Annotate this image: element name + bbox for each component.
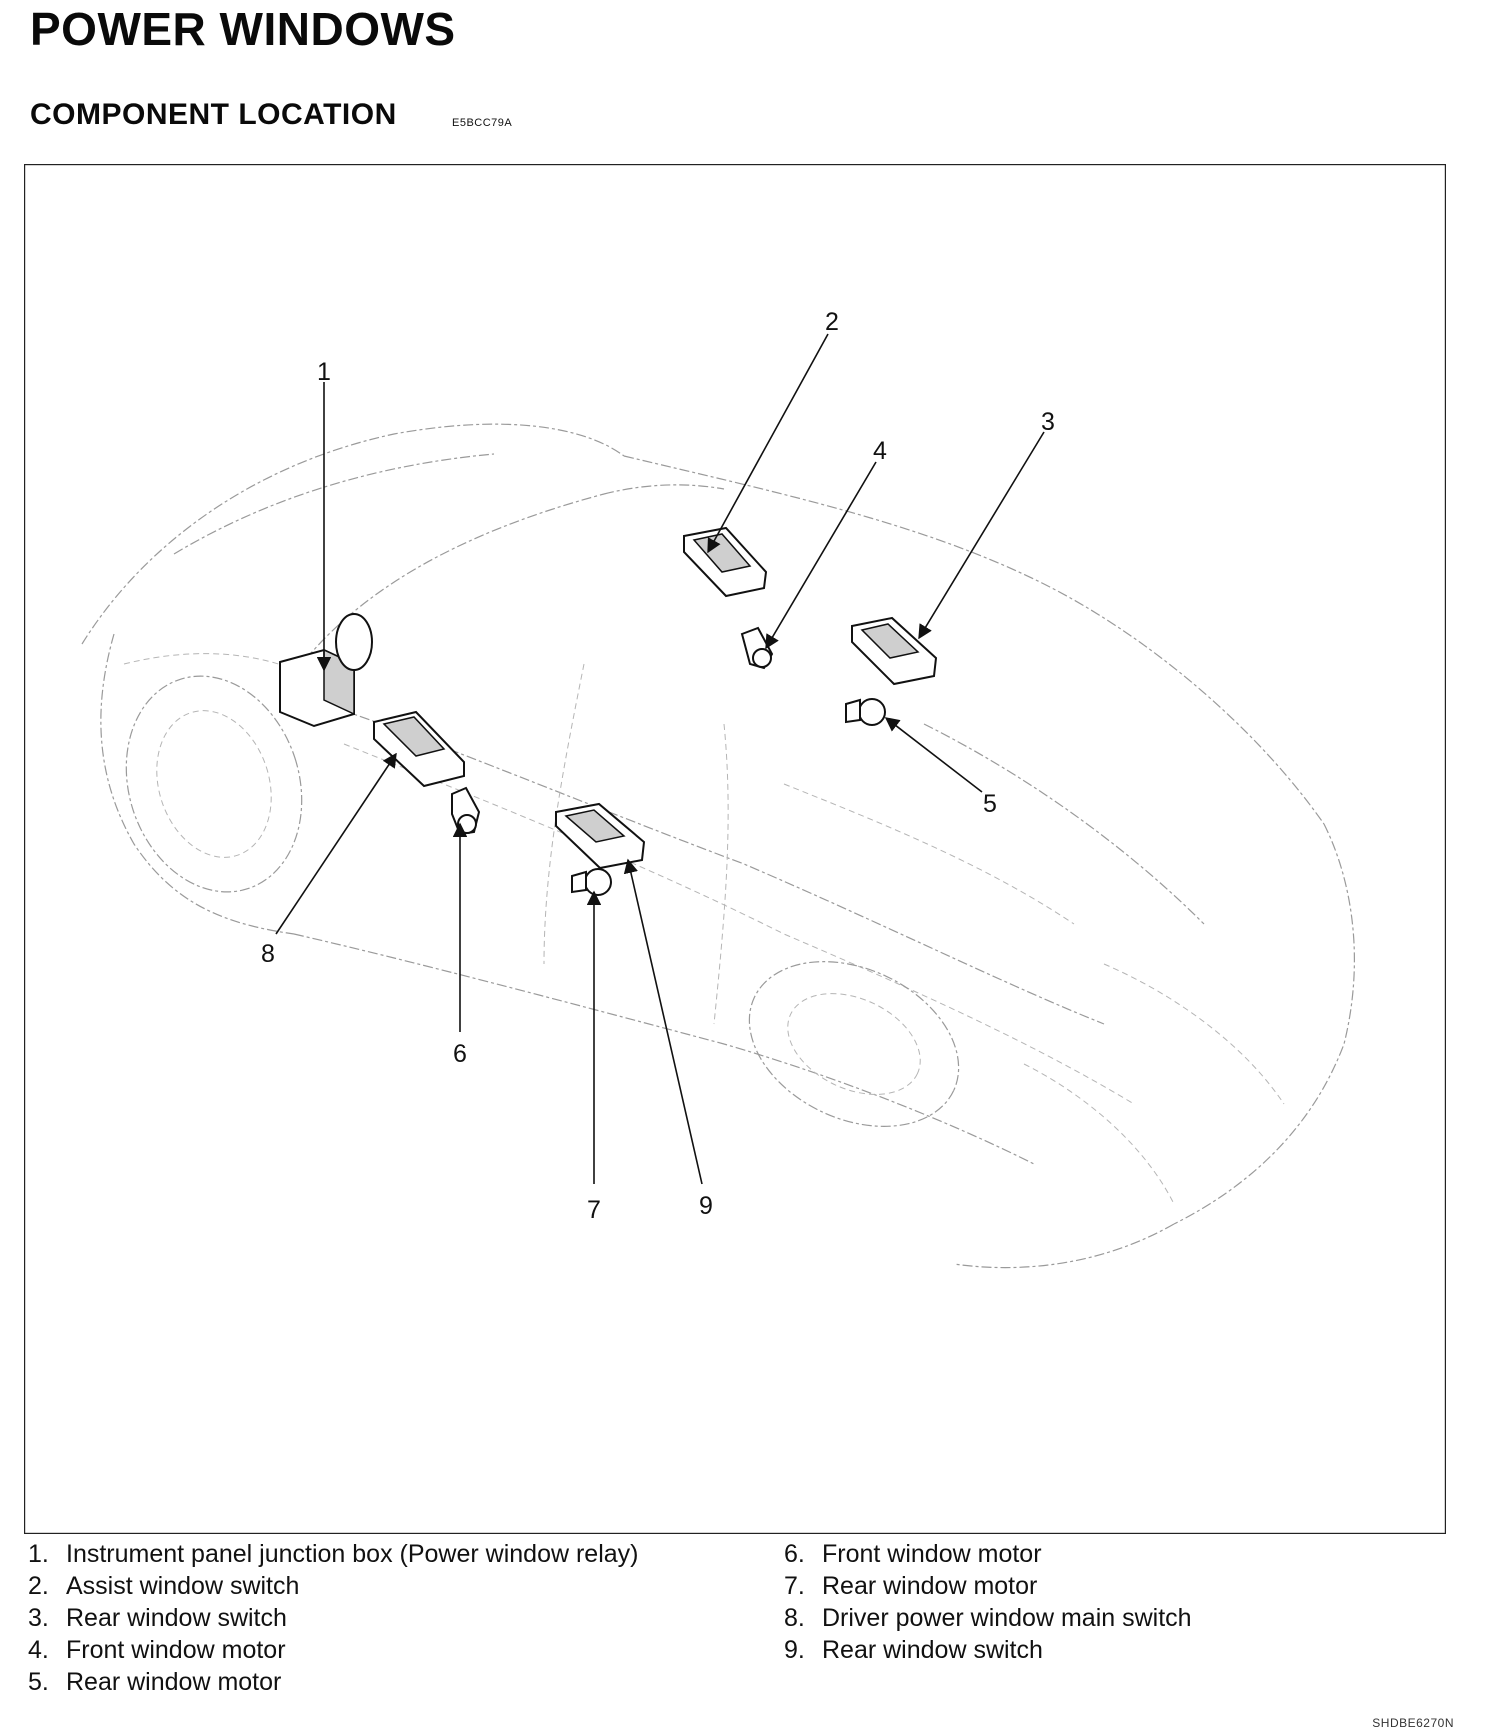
- legend-item: 8. Driver power window main switch: [784, 1602, 1192, 1634]
- legend-number: 5.: [28, 1668, 49, 1696]
- rear-window-motor-5-part: [845, 698, 886, 726]
- legend-item: 6. Front window motor: [784, 1538, 1192, 1570]
- callout-2: 2: [825, 308, 839, 336]
- callout-8: 8: [261, 940, 275, 968]
- rear-window-motor-7-part: [571, 868, 612, 896]
- legend-text: Instrument panel junction box (Power win…: [66, 1540, 639, 1568]
- legend-item: 4. Front window motor: [28, 1634, 639, 1666]
- legend-text: Rear window switch: [822, 1636, 1043, 1664]
- legend-item: 7. Rear window motor: [784, 1570, 1192, 1602]
- legend-number: 8.: [784, 1604, 805, 1632]
- legend-item: 2. Assist window switch: [28, 1570, 639, 1602]
- legend-left-column: 1. Instrument panel junction box (Power w…: [28, 1538, 639, 1698]
- callout-4: 4: [873, 437, 887, 465]
- callout-9: 9: [699, 1192, 713, 1220]
- front-window-motor-6-part: [451, 786, 481, 836]
- component-location-figure: 1 2 3 4 5 6 7 8 9: [24, 164, 1446, 1534]
- callout-7: 7: [587, 1196, 601, 1224]
- legend-right-column: 6. Front window motor 7. Rear window motor…: [784, 1538, 1192, 1666]
- legend-text: Rear window motor: [822, 1572, 1038, 1600]
- driver-main-switch-part: [373, 710, 465, 788]
- legend-number: 3.: [28, 1604, 49, 1632]
- section-code: E5BCC79A: [452, 117, 513, 129]
- leader-lines: [275, 333, 1045, 1185]
- legend-text: Rear window motor: [66, 1668, 282, 1696]
- legend-number: 1.: [28, 1540, 49, 1568]
- legend-item: 9. Rear window switch: [784, 1634, 1192, 1666]
- legend-text: Driver power window main switch: [822, 1604, 1192, 1632]
- figure-frame: [24, 164, 1446, 1534]
- section-heading: COMPONENT LOCATION: [30, 98, 397, 131]
- legend-text: Front window motor: [66, 1636, 286, 1664]
- legend-text: Front window motor: [822, 1540, 1042, 1568]
- figure-reference-code: SHDBE6270N: [1372, 1716, 1454, 1730]
- callout-1: 1: [317, 358, 331, 386]
- callout-6: 6: [453, 1040, 467, 1068]
- junction-box-part: [279, 613, 373, 728]
- page-title: POWER WINDOWS: [30, 3, 456, 55]
- legend-text: Assist window switch: [66, 1572, 300, 1600]
- rear-window-switch-3-part: [851, 616, 938, 686]
- rear-window-switch-9-part: [555, 802, 646, 870]
- callout-3: 3: [1041, 408, 1055, 436]
- assist-window-switch-part: [683, 526, 768, 598]
- legend-item: 1. Instrument panel junction box (Power w…: [28, 1538, 639, 1570]
- legend-number: 7.: [784, 1572, 805, 1600]
- legend-item: 5. Rear window motor: [28, 1666, 639, 1698]
- front-window-motor-4-part: [740, 626, 774, 670]
- legend-number: 2.: [28, 1572, 49, 1600]
- legend-number: 4.: [28, 1636, 49, 1664]
- legend-text: Rear window switch: [66, 1604, 287, 1632]
- legend-number: 6.: [784, 1540, 805, 1568]
- callout-5: 5: [983, 790, 997, 818]
- legend-number: 9.: [784, 1636, 805, 1664]
- legend-item: 3. Rear window switch: [28, 1602, 639, 1634]
